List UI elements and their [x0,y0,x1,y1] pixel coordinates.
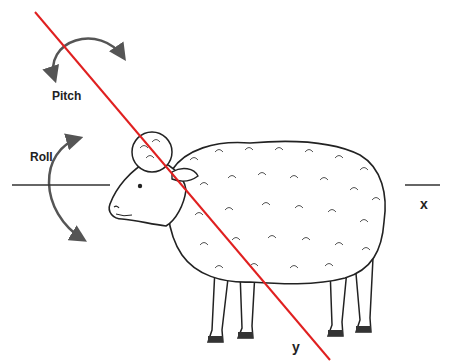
axis-label: x [420,197,428,212]
axis-label: y [292,340,300,355]
wool-texture [190,148,380,269]
sheep-nostril [114,206,119,208]
y-axis-line [35,12,330,360]
rotation-label: Roll [30,151,53,164]
rotation-label: Pitch [52,90,81,103]
sheep-hooves [208,326,371,342]
sheep-body [167,141,385,283]
sheep-mouth [116,214,132,216]
x-axis-line [12,184,110,186]
roll-arrow [49,138,84,240]
x-axis-line [405,184,440,186]
sheep-eye [138,184,142,188]
